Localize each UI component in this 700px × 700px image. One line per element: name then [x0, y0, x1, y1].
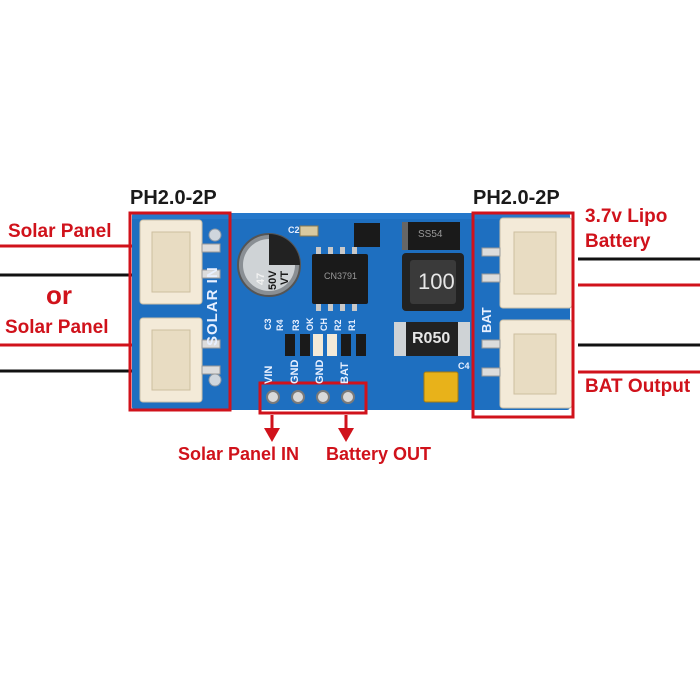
bat-output-label: BAT Output	[585, 376, 691, 397]
capacitor-label-c2: C2	[288, 225, 300, 235]
pin-label-vin: VIN	[263, 365, 275, 384]
solar-panel-label-2: Solar Panel	[5, 317, 109, 338]
silkscreen-bat: BAT	[479, 307, 494, 333]
lipo-battery-label-line2: Battery	[585, 231, 651, 252]
left-connector-top	[139, 219, 221, 305]
shunt-marking: R050	[412, 330, 451, 347]
pin-label-gnd-1: GND	[289, 359, 301, 384]
left-connector-bottom	[139, 317, 221, 403]
resistor-label-r1: R1	[347, 319, 357, 331]
left-wires	[0, 244, 140, 373]
battery-out-label: Battery OUT	[326, 444, 432, 464]
resistor-label-r4: R4	[275, 319, 285, 331]
cap-value-47: 47	[255, 272, 267, 285]
capacitor-label-c3: C3	[263, 318, 273, 330]
pin-label-gnd-2: GND	[314, 359, 326, 384]
header-pins	[266, 390, 355, 404]
right-connector-top	[481, 217, 573, 309]
chip-marking: CN3791	[324, 271, 358, 281]
schottky-diode	[402, 222, 460, 250]
left-header-label: PH2.0-2P	[130, 187, 217, 209]
diode-marking: SS54	[418, 229, 443, 240]
solar-in-arrow	[264, 415, 280, 442]
tantalum-capacitor	[423, 371, 459, 403]
left-connector-outline	[128, 211, 232, 412]
battery-out-arrow	[338, 415, 354, 442]
inductor	[402, 253, 464, 311]
header-pins-outline	[258, 381, 368, 415]
inductor-marking: 100	[418, 269, 455, 294]
electrolytic-capacitor	[237, 233, 301, 297]
lipo-battery-label-line1: 3.7v Lipo	[585, 206, 668, 227]
resistor-label-r2: R2	[333, 319, 343, 331]
right-connector-bottom	[481, 319, 573, 409]
shunt-resistor	[394, 322, 470, 356]
or-label: or	[46, 280, 72, 310]
silkscreen-solar-in: SOLAR IN	[204, 266, 221, 346]
cap-value-vt: VT	[279, 270, 291, 285]
led-label-ok: OK	[305, 317, 315, 332]
resistor-label-r3: R3	[291, 319, 301, 331]
solar-panel-label-1: Solar Panel	[8, 221, 112, 242]
right-connector-outline	[471, 211, 575, 419]
cap-value-50v: 50V	[267, 270, 279, 290]
ic-chip	[312, 247, 368, 311]
pin-label-bat: BAT	[339, 362, 351, 384]
right-wires	[578, 257, 700, 374]
solar-panel-in-label: Solar Panel IN	[178, 444, 300, 464]
right-header-label: PH2.0-2P	[473, 187, 560, 209]
capacitor-label-c4: C4	[458, 361, 470, 371]
led-label-ch: CH	[319, 318, 329, 331]
